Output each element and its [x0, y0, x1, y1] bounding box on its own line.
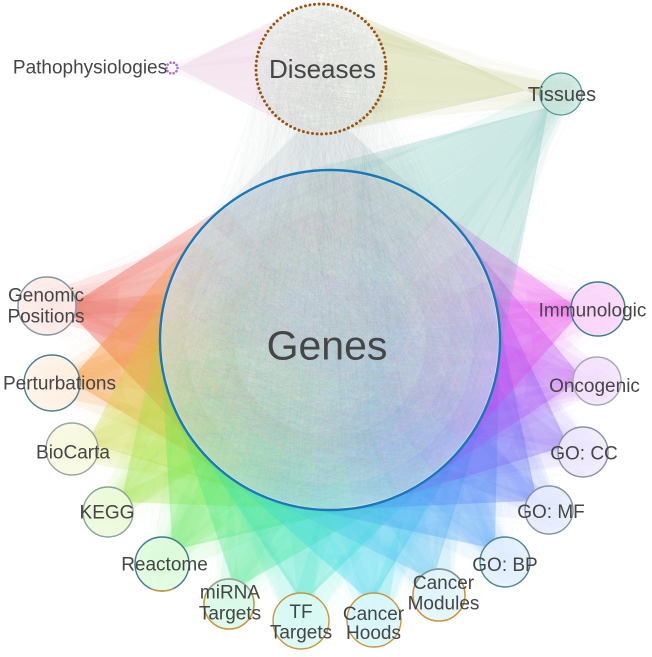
- svg-text:Reactome: Reactome: [121, 555, 208, 576]
- svg-text:KEGG: KEGG: [80, 503, 135, 524]
- svg-text:Modules: Modules: [408, 594, 480, 615]
- svg-text:Hoods: Hoods: [346, 623, 401, 644]
- svg-text:GO: MF: GO: MF: [517, 502, 585, 523]
- svg-text:TF: TF: [289, 602, 312, 623]
- svg-text:Genes: Genes: [267, 323, 388, 369]
- svg-text:Positions: Positions: [7, 307, 84, 328]
- svg-text:Diseases: Diseases: [269, 54, 376, 84]
- svg-text:Perturbations: Perturbations: [3, 374, 116, 395]
- svg-text:Targets: Targets: [199, 604, 261, 625]
- svg-text:Targets: Targets: [270, 623, 332, 644]
- svg-text:Oncogenic: Oncogenic: [549, 376, 640, 397]
- svg-text:GO: CC: GO: CC: [550, 444, 618, 465]
- svg-text:BioCarta: BioCarta: [36, 443, 110, 464]
- svg-text:Cancer: Cancer: [343, 604, 405, 625]
- svg-text:Tissues: Tissues: [528, 84, 596, 106]
- svg-text:miRNA: miRNA: [200, 583, 260, 604]
- svg-text:GO: BP: GO: BP: [472, 555, 537, 576]
- svg-text:Genomic: Genomic: [8, 286, 84, 307]
- svg-text:Cancer: Cancer: [413, 573, 475, 594]
- svg-text:Immunologic: Immunologic: [539, 301, 647, 322]
- svg-text:Pathophysiologies: Pathophysiologies: [13, 58, 167, 79]
